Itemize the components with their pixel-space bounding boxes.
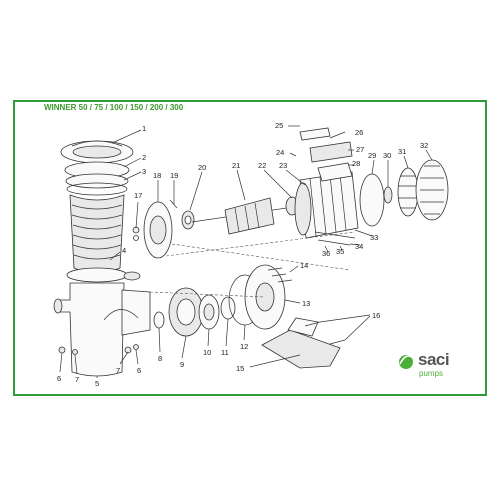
label-30: 30: [383, 151, 391, 160]
impeller-part-10: [198, 294, 220, 330]
screws-part-16: [304, 321, 346, 345]
fan-cover-part-32: [415, 159, 449, 221]
label-5: 5: [95, 379, 99, 388]
part-labels: 1 2 3 4 5 6 7 7 6 8 9 10 11 12 13 14 15 …: [57, 121, 428, 388]
tie-rods-parts-33-36: [314, 231, 356, 246]
label-12: 12: [240, 342, 248, 351]
label-17: 17: [134, 191, 142, 200]
o-ring-part-8: [153, 311, 165, 329]
label-6: 6: [57, 374, 61, 383]
label-27: 27: [356, 145, 364, 154]
label-23: 23: [279, 161, 287, 170]
rotor-shaft-part-21: [191, 197, 301, 235]
motor-stator-part-23: [294, 171, 359, 239]
pump-body-part-5: [53, 267, 151, 377]
bearing-part-20: [181, 210, 195, 230]
label-6b: 6: [137, 366, 141, 375]
logo-brand: saci: [418, 350, 450, 369]
label-9: 9: [180, 360, 184, 369]
screw-part-19: [169, 199, 178, 209]
fan-part-31: [397, 167, 419, 217]
label-18: 18: [153, 171, 161, 180]
label-11: 11: [221, 348, 229, 357]
base-part-15: [261, 317, 341, 369]
label-2: 2: [142, 153, 146, 162]
label-33: 33: [370, 233, 378, 242]
diffuser-part-9: [168, 287, 204, 337]
label-28: 28: [352, 159, 360, 168]
label-15: 15: [236, 364, 244, 373]
label-26: 26: [355, 128, 363, 137]
label-8: 8: [158, 354, 162, 363]
label-14: 14: [300, 261, 308, 270]
label-36: 36: [322, 249, 330, 258]
label-22: 22: [258, 161, 266, 170]
logo-sub: pumps: [419, 369, 444, 378]
label-16: 16: [372, 311, 380, 320]
saci-logo-mark: [399, 355, 414, 369]
label-13: 13: [302, 299, 310, 308]
label-25: 25: [275, 121, 283, 130]
drain-plug-parts-6-7: [58, 344, 139, 355]
nut-part-17: [132, 226, 140, 241]
label-4: 4: [122, 246, 126, 255]
screws-part-14: [267, 267, 293, 283]
label-7b: 7: [116, 366, 120, 375]
label-7: 7: [75, 375, 79, 384]
label-1: 1: [142, 124, 146, 133]
label-21: 21: [232, 161, 240, 170]
ring-part-3: [65, 173, 129, 196]
label-24: 24: [276, 148, 284, 157]
leader-lines: [59, 129, 433, 378]
label-19: 19: [170, 171, 178, 180]
label-32: 32: [420, 141, 428, 150]
part-30: [383, 186, 393, 204]
label-10: 10: [203, 348, 211, 357]
label-29: 29: [368, 151, 376, 160]
label-35: 35: [336, 247, 344, 256]
basket-part-4: [69, 194, 125, 274]
label-34: 34: [355, 242, 363, 251]
rear-cover-part-29: [359, 173, 385, 227]
assembly-axis-lines: [149, 231, 356, 298]
label-20: 20: [198, 163, 206, 172]
label-31: 31: [398, 147, 406, 156]
motor-bracket-part-18: [143, 201, 173, 259]
diagram-title: WINNER 50 / 75 / 100 / 150 / 200 / 300: [44, 103, 184, 112]
label-3: 3: [142, 167, 146, 176]
lid-part-1: [60, 140, 134, 164]
terminal-box-parts-24-28: [288, 125, 353, 182]
